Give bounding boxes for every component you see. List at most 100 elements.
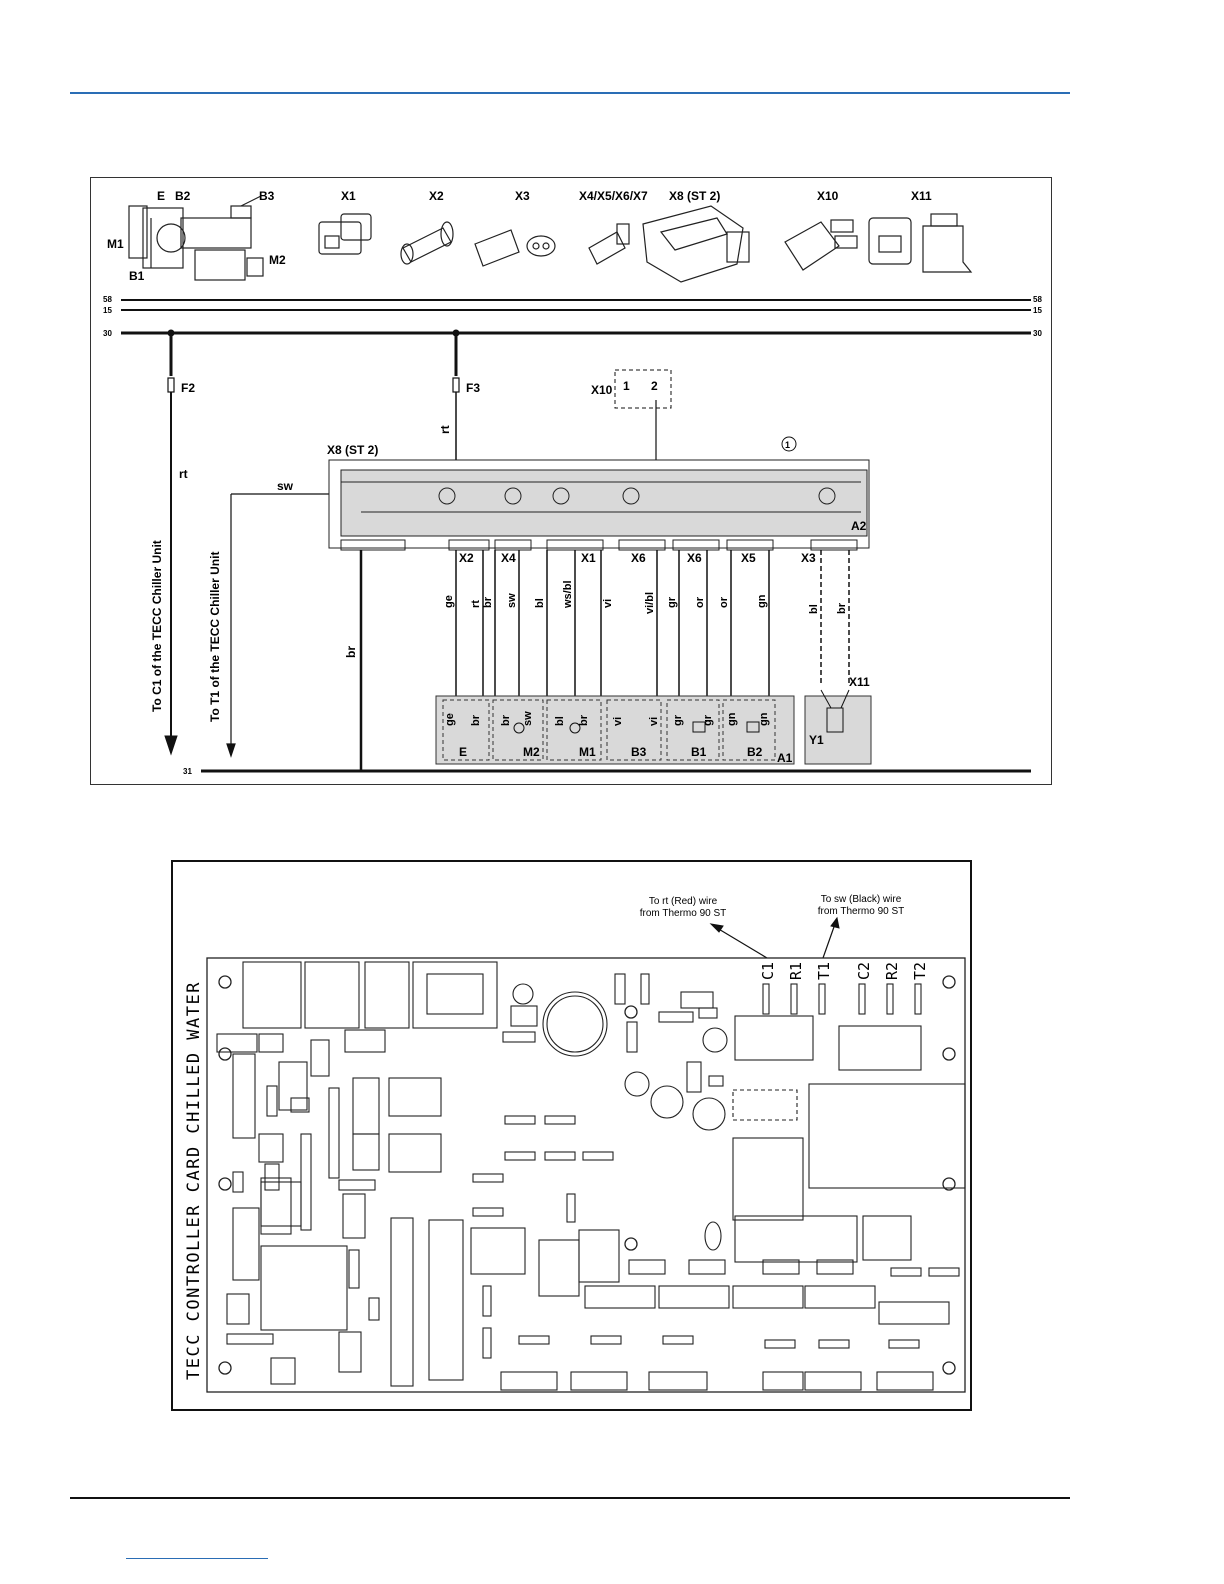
rail-58-label-left: 58: [103, 295, 112, 304]
pin-label-gn-1: gn: [726, 712, 738, 726]
device-label-m1: M1: [579, 745, 596, 759]
terminal-r2: R2: [883, 962, 901, 980]
solenoid-block-y1: [804, 689, 872, 765]
rail-15-label-right: 15: [1033, 306, 1042, 315]
wire-label-vi: vi: [602, 599, 614, 608]
device-label-m2: M2: [523, 745, 540, 759]
footer-rule: [70, 1497, 1070, 1499]
device-label-y1: Y1: [809, 733, 824, 747]
device-pin-labels: ge br br sw bl br vi vi gr gr gn gn: [444, 711, 770, 726]
fuse-f2-label: F2: [181, 381, 195, 395]
plug-labels: X2 X4 X1 X6 X6 X5 X3: [459, 551, 816, 565]
controller-board-svg: TECC CONTROLLER CARD CHILLED WATER To rt…: [184, 894, 966, 1393]
wire-sw-label: sw: [277, 479, 294, 493]
wire-label-vi-bl: vi/bl: [644, 592, 656, 614]
connector-x11-illustration: [868, 213, 973, 273]
controller-board-figure: TECC CONTROLLER CARD CHILLED WATER To rt…: [171, 860, 972, 1411]
plug-label-x2: X2: [459, 551, 474, 565]
controller-a2-label: A2: [851, 519, 867, 533]
terminal-r1: R1: [787, 962, 805, 980]
device-labels: E M2 M1 B3 B1 B2 A1: [459, 745, 793, 765]
plug-label-x5: X5: [741, 551, 756, 565]
terminal-c1: C1: [759, 962, 777, 980]
plug-label-x1: X1: [581, 551, 596, 565]
pin-label-bl: bl: [554, 716, 566, 726]
footer-link-underline: [126, 1558, 268, 1559]
device-label-b2: B2: [747, 745, 763, 759]
wire-label-or-2: or: [718, 596, 730, 608]
harness-wires: [359, 550, 850, 771]
to-c1-label: To C1 of the TECC Chiller Unit: [150, 540, 164, 712]
wire-label-br-x3: br: [836, 602, 848, 614]
pin-label-sw: sw: [522, 711, 534, 726]
controller-x8-label: X8 (ST 2): [327, 443, 378, 457]
wire-rt-top-label: rt: [438, 425, 452, 434]
wire-rt-label: rt: [179, 467, 188, 481]
terminal-t2: T2: [911, 962, 929, 980]
note-rt-line2: from Thermo 90 ST: [640, 908, 727, 919]
fuse-f2-branch: [164, 329, 178, 756]
wire-label-br: br: [482, 596, 494, 608]
connector-x10-illustration: [784, 219, 858, 271]
pin-label-gr-2: gr: [702, 714, 714, 726]
pin-label-gn-2: gn: [758, 712, 770, 726]
wire-label-rt: rt: [470, 600, 482, 608]
device-label-b1: B1: [691, 745, 707, 759]
fuse-f3-label: F3: [466, 381, 480, 395]
note-sw-line2: from Thermo 90 ST: [818, 906, 905, 917]
heater-label-m1: M1: [107, 237, 124, 251]
rail-15: 15 15: [103, 306, 1042, 315]
sw-wire: [226, 493, 329, 758]
rail-30-label-right: 30: [1033, 329, 1042, 338]
pin-label-ge: ge: [444, 713, 456, 726]
terminal-t1: T1: [815, 962, 833, 980]
rail-15-label-left: 15: [103, 306, 112, 315]
x10-plug: X10 1 2: [591, 369, 672, 460]
connector-x4-x7-label: X4/X5/X6/X7: [579, 189, 648, 203]
heater-label-b3: B3: [259, 189, 275, 203]
wire-label-bl-x3: bl: [808, 604, 820, 614]
controller-x8: X8 (ST 2) 1 A2: [327, 436, 870, 551]
to-t1-label: To T1 of the TECC Chiller Unit: [208, 552, 222, 722]
note-rt-line1: To rt (Red) wire: [649, 896, 718, 907]
rail-30-label-left: 30: [103, 329, 112, 338]
connector-x4-x7-illustration: [588, 223, 630, 265]
wire-label-ge: ge: [443, 595, 455, 608]
wire-br-ground-label: br: [344, 646, 358, 658]
note-arrows: [709, 916, 840, 959]
wire-label-bl: bl: [534, 598, 546, 608]
connector-x8-illustration: [642, 205, 750, 283]
device-label-a1: A1: [777, 751, 793, 765]
connector-x2-illustration: [400, 221, 454, 265]
pin-label-vi-1: vi: [612, 717, 624, 726]
wiring-diagram: E B2 B3 M1 B1 M2 X1 X2 X3 X4/X5/X6/X7 X8…: [90, 177, 1052, 785]
connector-x11-label: X11: [911, 189, 932, 203]
plug-label-x4: X4: [501, 551, 516, 565]
board-vertical-title: TECC CONTROLLER CARD CHILLED WATER: [184, 981, 204, 1380]
heater-illustration: [128, 195, 264, 281]
fuse-f3-branch: [452, 329, 460, 460]
wire-label-sw: sw: [506, 593, 518, 608]
plug-label-x3: X3: [801, 551, 816, 565]
connector-x3-label: X3: [515, 189, 530, 203]
pcb-components: [216, 961, 966, 1391]
heater-label-b2: B2: [175, 189, 191, 203]
connector-x1-illustration: [318, 213, 372, 255]
pcb-outline: [206, 957, 966, 1393]
terminal-c2: C2: [855, 962, 873, 980]
connector-x8-label: X8 (ST 2): [669, 189, 720, 203]
wiring-diagram-svg: E B2 B3 M1 B1 M2 X1 X2 X3 X4/X5/X6/X7 X8…: [103, 189, 1042, 776]
pin-label-br-m2: br: [500, 714, 512, 726]
device-label-b3: B3: [631, 745, 647, 759]
connector-x2-label: X2: [429, 189, 444, 203]
wire-label-ws-bl: ws/bl: [562, 580, 574, 609]
heater-label-m2: M2: [269, 253, 286, 267]
plug-label-x6b: X6: [687, 551, 702, 565]
rail-31: 31: [183, 767, 1031, 776]
x10-pin2: 2: [651, 379, 658, 393]
rail-58-label-right: 58: [1033, 295, 1042, 304]
pin-label-vi-2: vi: [648, 717, 660, 726]
header-rule: [70, 92, 1070, 94]
x10-pin1: 1: [623, 379, 630, 393]
pin-label-gr-1: gr: [672, 714, 684, 726]
